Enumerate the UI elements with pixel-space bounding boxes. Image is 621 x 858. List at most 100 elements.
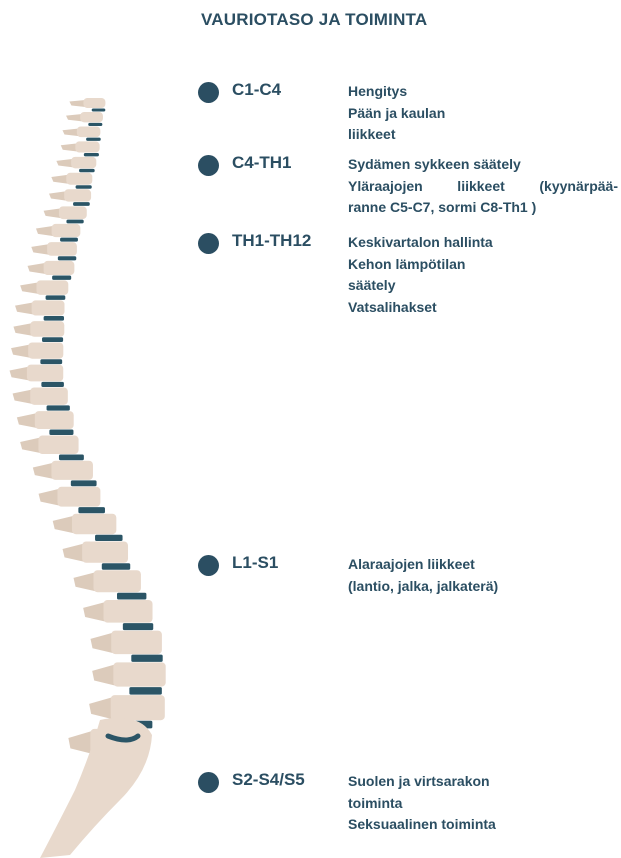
vertebra bbox=[52, 224, 81, 237]
vertebra bbox=[94, 570, 141, 592]
vertebra-process bbox=[44, 208, 61, 218]
intervertebral-disc bbox=[60, 238, 78, 242]
vertebra-process bbox=[39, 489, 60, 506]
function-line: (lantio, jalka, jalkaterä) bbox=[348, 576, 618, 598]
function-line: Vatsalihakset bbox=[348, 297, 618, 319]
vertebra bbox=[44, 261, 75, 275]
function-line: säätely bbox=[348, 275, 618, 297]
vertebra-process bbox=[13, 389, 33, 403]
intervertebral-disc bbox=[71, 480, 97, 486]
level-functions: Alaraajojen liikkeet (lantio, jalka, jal… bbox=[348, 554, 618, 597]
intervertebral-disc bbox=[42, 337, 63, 342]
vertebra-process bbox=[11, 345, 30, 358]
function-line: Yläraajojen liikkeet (kyynärpää- bbox=[348, 176, 618, 198]
intervertebral-disc bbox=[59, 455, 84, 461]
vertebra-process bbox=[89, 697, 113, 719]
vertebra-process bbox=[56, 159, 73, 167]
level-functions: Sydämen sykkeen säätely Yläraajojen liik… bbox=[348, 154, 618, 219]
vertebra bbox=[30, 321, 64, 337]
function-line: liikkeet bbox=[348, 124, 618, 146]
intervertebral-disc bbox=[86, 138, 101, 141]
spine-illustration bbox=[0, 0, 200, 858]
vertebra-process bbox=[17, 413, 37, 428]
vertebra bbox=[72, 514, 116, 535]
function-line: Keskivartalon hallinta bbox=[348, 232, 618, 254]
vertebra-process bbox=[53, 516, 74, 534]
vertebra bbox=[82, 542, 128, 563]
intervertebral-disc bbox=[78, 507, 105, 513]
level-bullet-icon bbox=[198, 155, 219, 176]
function-line: Seksuaalinen toiminta bbox=[348, 814, 618, 836]
vertebra-process bbox=[66, 114, 82, 121]
intervertebral-disc bbox=[46, 295, 66, 299]
vertebra-process bbox=[36, 226, 54, 236]
intervertebral-disc bbox=[52, 276, 71, 280]
vertebra-process bbox=[92, 664, 115, 685]
level-bullet-icon bbox=[198, 772, 219, 793]
vertebra bbox=[27, 365, 63, 382]
intervertebral-disc bbox=[47, 405, 70, 410]
vertebra-process bbox=[62, 128, 78, 136]
intervertebral-disc bbox=[41, 382, 64, 387]
vertebra-process bbox=[31, 244, 49, 255]
intervertebral-disc bbox=[84, 153, 99, 156]
vertebra bbox=[71, 157, 96, 168]
function-line: Pään ja kaulan bbox=[348, 103, 618, 125]
vertebra bbox=[59, 206, 87, 219]
intervertebral-disc bbox=[79, 169, 95, 172]
vertebra bbox=[104, 600, 153, 623]
vertebra bbox=[51, 461, 93, 480]
intervertebral-disc bbox=[49, 430, 73, 435]
vertebra-process bbox=[68, 731, 92, 754]
vertebra bbox=[57, 487, 100, 507]
level-functions: Suolen ja virtsarakon toiminta Seksuaali… bbox=[348, 771, 618, 836]
vertebra-process bbox=[91, 633, 114, 653]
function-line: Alaraajojen liikkeet bbox=[348, 554, 618, 576]
vertebra-process bbox=[28, 263, 46, 274]
intervertebral-disc bbox=[40, 359, 62, 364]
vertebra-process bbox=[20, 438, 40, 454]
vertebra bbox=[36, 280, 68, 295]
vertebra bbox=[28, 343, 63, 359]
intervertebral-disc bbox=[88, 123, 102, 126]
level-functions: Keskivartalon hallinta Kehon lämpötilan … bbox=[348, 232, 618, 318]
vertebra bbox=[111, 695, 165, 720]
vertebra bbox=[30, 387, 68, 404]
function-line: toiminta bbox=[348, 793, 618, 815]
intervertebral-disc bbox=[117, 593, 146, 600]
function-line: Hengitys bbox=[348, 81, 618, 103]
vertebra bbox=[66, 173, 92, 185]
level-bullet-icon bbox=[198, 233, 219, 254]
vertebra-process bbox=[61, 143, 78, 151]
function-line: Sydämen sykkeen säätely bbox=[348, 154, 618, 176]
vertebra-process bbox=[83, 602, 105, 622]
vertebra bbox=[38, 436, 78, 455]
vertebra-process bbox=[10, 367, 29, 381]
level-code: S2-S4/S5 bbox=[232, 770, 305, 790]
level-bullet-icon bbox=[198, 555, 219, 576]
vertebra bbox=[113, 662, 165, 686]
diagram-title: VAURIOTASO JA TOIMINTA bbox=[201, 10, 427, 30]
vertebra bbox=[75, 141, 99, 152]
intervertebral-disc bbox=[95, 535, 123, 541]
intervertebral-disc bbox=[131, 655, 162, 662]
vertebra bbox=[64, 189, 91, 201]
vertebra bbox=[83, 98, 105, 108]
level-code: C1-C4 bbox=[232, 80, 281, 100]
intervertebral-disc bbox=[123, 623, 153, 630]
vertebra bbox=[77, 126, 101, 137]
level-bullet-icon bbox=[198, 82, 219, 103]
vertebra-process bbox=[13, 323, 32, 336]
vertebra-process bbox=[51, 175, 68, 184]
intervertebral-disc bbox=[58, 256, 76, 260]
intervertebral-disc bbox=[66, 220, 83, 224]
vertebra-process bbox=[15, 302, 34, 314]
intervertebral-disc bbox=[92, 109, 106, 112]
vertebra-process bbox=[69, 100, 85, 107]
function-line: Suolen ja virtsarakon bbox=[348, 771, 618, 793]
vertebra-process bbox=[20, 282, 38, 294]
vertebra bbox=[35, 411, 74, 429]
intervertebral-disc bbox=[44, 316, 64, 321]
vertebra-process bbox=[63, 544, 85, 562]
vertebra-process bbox=[33, 463, 54, 479]
